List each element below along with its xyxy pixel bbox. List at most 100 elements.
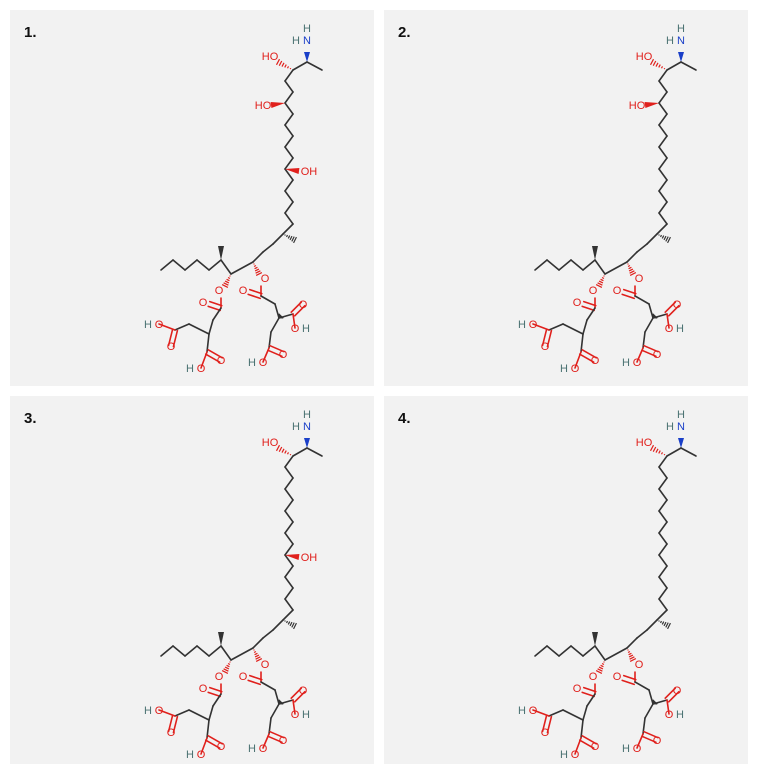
bond (658, 554, 668, 567)
bond (574, 737, 582, 755)
bond (293, 304, 306, 317)
nitrogen-atom: N (303, 35, 311, 47)
hashed-bond (291, 622, 295, 628)
bond (646, 233, 658, 245)
hashed-bond (628, 268, 634, 272)
hashed-bond (285, 620, 289, 624)
hashed-bond (289, 453, 292, 456)
bond (282, 609, 294, 621)
oxygen-atom: O (653, 735, 662, 747)
hashed-bond (601, 276, 605, 280)
hashed-bond (598, 280, 604, 284)
oxygen-atom: O (199, 683, 208, 695)
hydroxyl-group: HO (636, 437, 653, 449)
bond (658, 587, 668, 600)
hashed-bond (661, 235, 665, 239)
bond (658, 499, 668, 512)
hydroxyl-group: HO (262, 437, 279, 449)
bond (648, 303, 654, 319)
oxygen-atom: O (591, 355, 600, 367)
bond (278, 699, 294, 705)
hashed-bond (663, 621, 667, 627)
oxygen-atom: O (299, 685, 308, 697)
bond (204, 739, 221, 749)
hydrogen-atom: H (622, 357, 630, 369)
bond (658, 565, 668, 578)
bond (656, 223, 668, 235)
bond (260, 295, 276, 305)
bond (200, 351, 208, 369)
hashed-bond (628, 654, 634, 658)
bond (284, 212, 294, 225)
hashed-bond (254, 266, 258, 270)
hydrogen-atom: H (144, 319, 152, 331)
hydroxyl-group: HO (262, 51, 279, 63)
hashed-bond (649, 58, 655, 66)
hashed-bond (226, 664, 230, 668)
hashed-bond (665, 236, 669, 242)
bond (582, 645, 596, 657)
oxygen-atom: O (259, 743, 268, 755)
bond (658, 532, 668, 545)
panel-number: 4. (398, 410, 411, 427)
bond (284, 521, 294, 534)
oxygen-atom: O (299, 299, 308, 311)
hashed-bond (652, 60, 657, 66)
oxygen-atom: O (167, 341, 176, 353)
bond (658, 146, 668, 159)
bond (658, 576, 668, 589)
ester-oxygen: O (261, 273, 270, 285)
bond (648, 689, 654, 705)
hydrogen-atom: H (303, 23, 311, 35)
hashed-bond (227, 276, 231, 280)
hydrogen-atom: H (560, 363, 568, 375)
hydrogen-atom: H (666, 421, 674, 433)
bond (658, 543, 668, 556)
hashed-bond (286, 66, 290, 69)
hashed-bond (659, 620, 663, 624)
hashed-bond (293, 236, 297, 244)
hydrogen-atom: H (144, 705, 152, 717)
oxygen-atom: O (613, 285, 622, 297)
bond (546, 645, 560, 657)
bond (284, 576, 294, 589)
bond (284, 168, 294, 181)
bond (666, 447, 682, 457)
hashed-bond (598, 666, 604, 670)
bond (188, 709, 210, 721)
oxygen-atom: O (613, 671, 622, 683)
oxygen-atom: O (217, 741, 226, 753)
hashed-bond (628, 652, 632, 656)
bond (634, 681, 650, 691)
bond (621, 293, 636, 300)
hydrogen-atom: H (302, 323, 310, 335)
bond (546, 259, 560, 271)
oxygen-atom: O (571, 363, 580, 375)
hashed-bond (667, 236, 671, 244)
bond (581, 691, 596, 698)
hashed-bond (223, 668, 229, 672)
bond (292, 699, 296, 715)
bond (574, 351, 582, 369)
bond (220, 645, 232, 661)
bond (546, 715, 553, 734)
bond (658, 124, 668, 137)
hashed-bond (285, 234, 289, 238)
hashed-bond (289, 621, 293, 627)
bond (284, 157, 294, 170)
bond (643, 730, 659, 739)
bond (658, 212, 668, 225)
bond (586, 693, 596, 707)
bond (658, 510, 668, 523)
bond (658, 477, 668, 490)
bond (230, 647, 254, 661)
bond (292, 313, 296, 329)
bond (284, 554, 294, 567)
bond (594, 645, 606, 661)
bond (196, 259, 210, 271)
bond (658, 201, 668, 214)
oxygen-atom: O (279, 735, 288, 747)
